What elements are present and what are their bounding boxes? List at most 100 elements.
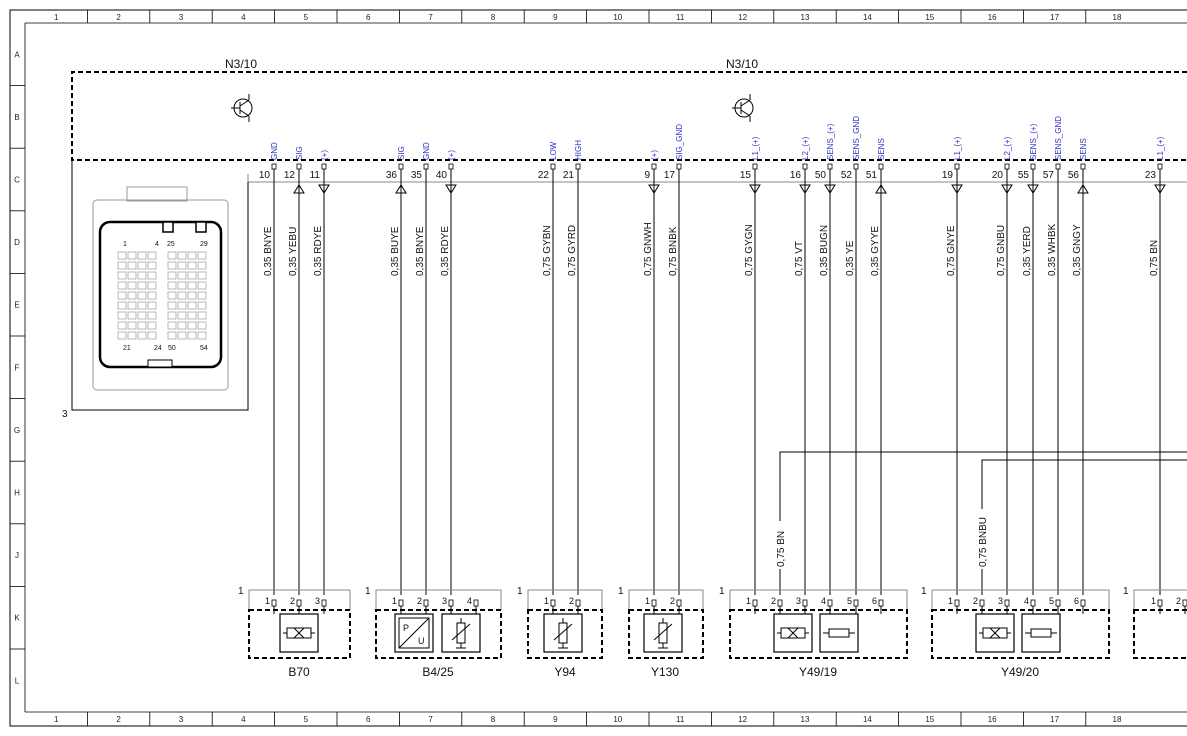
component-name: B70 — [288, 665, 310, 679]
module-title-left: N3/10 — [225, 57, 257, 71]
pin-number: 21 — [563, 170, 575, 181]
grid-column-bottom: 8 — [491, 715, 496, 724]
wire-label: 0,35 YEBU — [288, 227, 299, 276]
connector-pin-number: 29 — [200, 241, 208, 248]
pressure-p-glyph: P — [403, 623, 409, 633]
connector-cavity — [147, 321, 157, 330]
module-dashed-outline — [71, 71, 1187, 161]
extra-wire-path — [981, 459, 1187, 509]
module-pins: GND10SIG12(+)11SIG36GND35(+)40LOW22HIGH2… — [259, 116, 1166, 194]
grid-column-bottom: 4 — [241, 715, 246, 724]
grid-column-top: 5 — [304, 13, 309, 22]
component-pin-terminal — [398, 599, 404, 607]
pin-label: L1_(+) — [751, 136, 760, 160]
grid-column-top: 15 — [925, 13, 934, 22]
component-pin-number: 3 — [442, 596, 447, 606]
connector-cavity — [197, 251, 207, 260]
connector-cavity — [177, 271, 187, 280]
component-dashed-outline — [527, 609, 603, 659]
connector-cavity — [137, 291, 147, 300]
pin-terminal — [853, 163, 859, 170]
pin-number: 40 — [436, 170, 448, 181]
connector-cavity — [177, 311, 187, 320]
component-name: Y130 — [651, 665, 679, 679]
component-pin-terminal — [752, 599, 758, 607]
wire-label: 0,75 BNBK — [668, 226, 679, 276]
connector-cavity — [127, 251, 137, 260]
connector-cavity — [137, 301, 147, 310]
pin-number: 17 — [664, 170, 676, 181]
connector-cavity — [127, 291, 137, 300]
component-connector-number: 1 — [238, 586, 244, 597]
grid-column-bottom: 12 — [738, 715, 747, 724]
connector-cavity — [137, 331, 147, 340]
component-pin-terminal — [550, 599, 556, 607]
component-pin-number: 5 — [847, 596, 852, 606]
grid-column-top: 12 — [738, 13, 747, 22]
pin-terminal — [398, 163, 404, 170]
component-pin-terminal — [1030, 599, 1036, 607]
component-pin-number: 3 — [315, 596, 320, 606]
variable-resistor-icon — [441, 613, 481, 653]
pin-number: 19 — [942, 170, 954, 181]
component-pin-terminal — [802, 599, 808, 607]
extra-wire-label: 0,75 BN — [776, 531, 787, 567]
pin-terminal — [878, 163, 884, 170]
connector-cavity — [187, 331, 197, 340]
connector-cavity — [177, 261, 187, 270]
connector-cavity — [187, 321, 197, 330]
connector-housing — [92, 199, 229, 391]
pin-number: 10 — [259, 170, 271, 181]
connector-cavity — [117, 321, 127, 330]
outer-border — [9, 9, 1187, 727]
grid-column-top: 18 — [1113, 13, 1122, 22]
connector-cavity — [147, 271, 157, 280]
component-name: Y49/20 — [1001, 665, 1039, 679]
connector-cavity — [197, 261, 207, 270]
connector-pin-number: 24 — [154, 345, 162, 352]
component-name: Y49/19 — [799, 665, 837, 679]
pin-terminal — [1157, 163, 1163, 170]
component-pin-terminal — [1182, 599, 1187, 607]
connector-cavity — [187, 261, 197, 270]
component-name: Y94 — [554, 665, 576, 679]
pin-terminal — [321, 163, 327, 170]
extra-wire-label: 0,75 BNBU — [978, 517, 989, 567]
variable-arrow — [553, 623, 573, 641]
pin-label: SENS_(+) — [1029, 123, 1038, 160]
pin-label: SENS_GND — [1054, 116, 1063, 160]
connector-cavity — [147, 311, 157, 320]
component-dashed-outline — [931, 609, 1110, 659]
connector-cavity — [127, 301, 137, 310]
pin-terminal — [423, 163, 429, 170]
pin-terminal — [1030, 163, 1036, 170]
component-connector-outline — [931, 589, 1110, 610]
pressure-inner-box — [398, 617, 430, 649]
grid-column-bottom: 6 — [366, 715, 371, 724]
connector-cavity — [117, 251, 127, 260]
wire-label: 0,75 VT — [794, 241, 805, 276]
grid-column-top: 11 — [676, 13, 685, 22]
grid-column-bottom: 9 — [553, 715, 558, 724]
connector-pin-number: 1 — [123, 241, 127, 248]
module-pin: SIG_GND 17 — [664, 124, 684, 182]
connector-pin-number: 50 — [168, 345, 176, 352]
grid-row-label: E — [14, 301, 19, 310]
variable-resistor-icon — [643, 613, 683, 653]
pin-label: HIGH — [574, 140, 583, 160]
pin-terminal — [271, 163, 277, 170]
pin-number: 22 — [538, 170, 550, 181]
wire-label: 0,35 GYYE — [870, 226, 881, 276]
wire-label: 0,35 WHBK — [1047, 223, 1058, 276]
pin-terminal — [448, 163, 454, 170]
connector-cavity — [167, 261, 177, 270]
pin-label: SIG_GND — [675, 124, 684, 160]
connector-cavity — [147, 281, 157, 290]
component-connector-number: 1 — [921, 586, 927, 597]
